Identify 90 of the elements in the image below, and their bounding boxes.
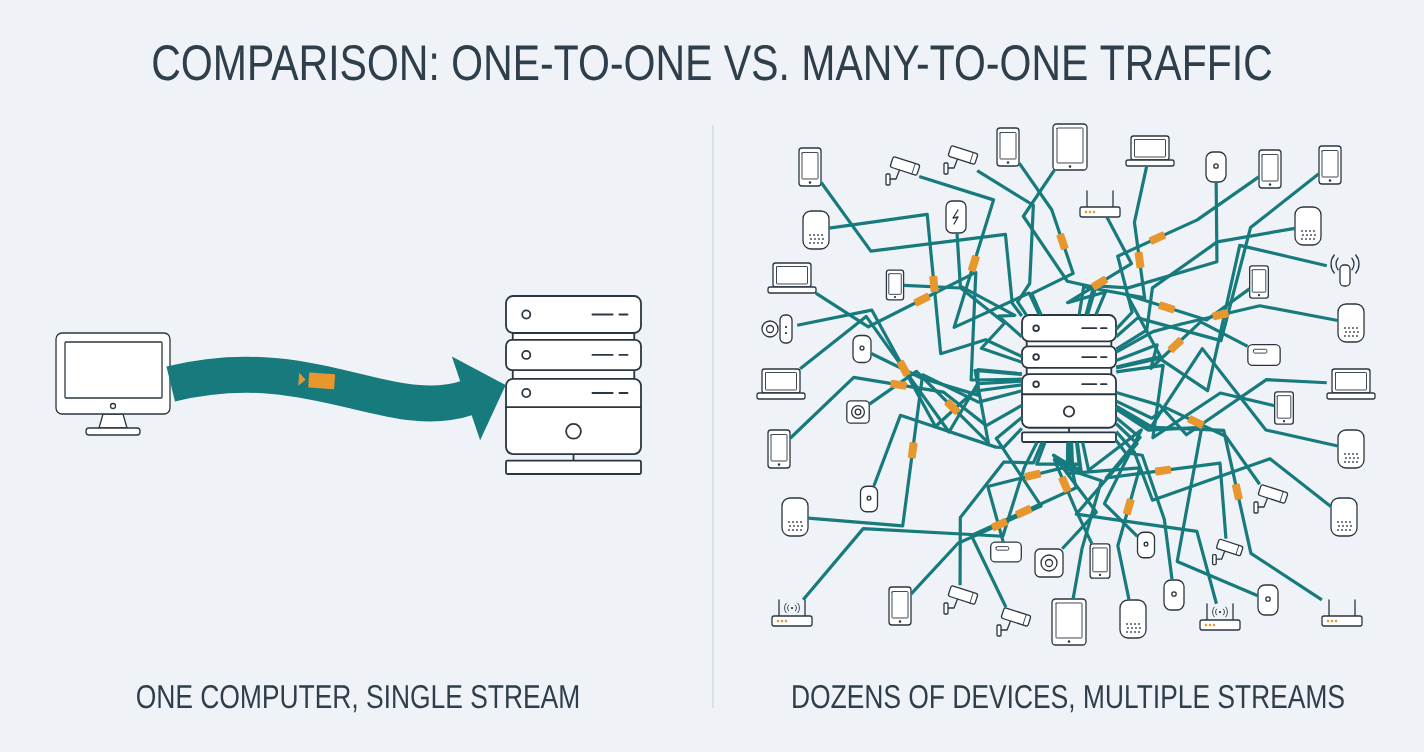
- connector-line: [1116, 363, 1275, 440]
- connector-line: [1115, 226, 1296, 351]
- smart-speaker: [1119, 599, 1147, 639]
- connector-line: [1074, 422, 1218, 605]
- smartphone: [798, 147, 822, 187]
- connector-line: [955, 233, 1023, 338]
- wifi-router: [1321, 599, 1363, 627]
- wifi-router: [1079, 190, 1121, 218]
- wifi-router: [771, 599, 813, 627]
- laptop: [756, 368, 806, 400]
- connector-line: [903, 283, 1023, 364]
- smart-speaker: [802, 210, 830, 250]
- smartphone: [885, 269, 905, 301]
- connector-line: [829, 212, 1023, 358]
- tablet: [1051, 598, 1087, 646]
- connector-line: [872, 413, 1023, 487]
- smart-speaker: [1294, 206, 1322, 246]
- title: COMPARISON: ONE-TO-ONE VS. MANY-TO-ONE TRAFFIC: [153, 45, 1272, 81]
- connector-line: [868, 368, 1022, 445]
- smart-speaker: [1330, 497, 1358, 537]
- connector-line: [819, 181, 1024, 317]
- connector-line: [958, 441, 1044, 586]
- tablet: [1052, 123, 1088, 171]
- wifi-router: [1199, 603, 1241, 631]
- motion-sensor: [1163, 579, 1185, 611]
- connector-line: [1115, 243, 1328, 393]
- connector-line: [870, 352, 1022, 397]
- connector-line: [814, 270, 1022, 382]
- desktop-computer: [55, 332, 171, 436]
- security-camera: [1211, 538, 1244, 566]
- smartphone: [1258, 149, 1282, 189]
- wireless-antenna: [1330, 254, 1360, 287]
- connector-line: [910, 416, 1043, 595]
- motion-sensor: [852, 334, 872, 364]
- smart-plug: [1034, 548, 1064, 578]
- smartphone: [1249, 265, 1269, 299]
- security-camera: [943, 585, 979, 615]
- connector-line: [801, 441, 1039, 601]
- connector-line: [1115, 287, 1251, 369]
- connector-line: [1115, 175, 1260, 331]
- doorbell-camera: [761, 314, 793, 344]
- smart-hub: [1247, 343, 1281, 367]
- smartphone: [888, 586, 912, 626]
- security-camera: [1253, 484, 1289, 514]
- laptop: [1125, 135, 1175, 167]
- connector-line: [1115, 430, 1332, 508]
- connector-line: [1065, 442, 1142, 601]
- panel-caption: DOZENS OF DEVICES, MULTIPLE STREAMS: [793, 684, 1344, 713]
- motion-sensor: [859, 485, 879, 513]
- connector-line: [808, 373, 1023, 528]
- connector-line: [986, 441, 1080, 543]
- security-camera: [885, 156, 921, 186]
- connector-line: [789, 375, 1023, 440]
- connector-line: [1115, 172, 1320, 343]
- security-camera: [943, 145, 979, 175]
- connector-line: [1066, 216, 1134, 316]
- smart-hub: [990, 541, 1022, 563]
- smartphone: [1274, 391, 1294, 425]
- connector-line: [1115, 406, 1323, 602]
- connector-line: [1115, 347, 1339, 448]
- connector-line: [1077, 165, 1149, 316]
- smart-speaker: [781, 497, 809, 537]
- smartphone: [1089, 543, 1111, 579]
- connector-line: [1115, 320, 1249, 370]
- connector-line: [1115, 304, 1339, 354]
- motion-sensor: [1136, 531, 1156, 559]
- connector-line: [1115, 378, 1327, 437]
- connector-line: [1114, 439, 1174, 580]
- motion-sensor: [1205, 151, 1227, 183]
- connector-line: [1115, 399, 1261, 486]
- laptop: [1326, 368, 1376, 400]
- panel-caption: ONE COMPUTER, SINGLE STREAM: [137, 684, 579, 713]
- connector-line: [1081, 428, 1143, 538]
- smartphone: [996, 127, 1020, 167]
- connector-line: [976, 169, 1035, 316]
- connector-line: [918, 174, 1041, 329]
- smartphone: [767, 429, 791, 469]
- smartphone: [1318, 145, 1342, 185]
- smart-plug: [846, 400, 870, 424]
- connector-line: [1104, 416, 1228, 539]
- power-bank: [945, 200, 967, 234]
- smart-speaker: [1337, 303, 1365, 343]
- connector-line: [1017, 162, 1075, 316]
- motion-sensor: [1257, 584, 1279, 616]
- laptop: [767, 262, 817, 294]
- smart-speaker: [1337, 429, 1365, 469]
- connector-line: [1086, 182, 1219, 316]
- security-camera: [996, 607, 1032, 637]
- connector-line: [1115, 407, 1259, 598]
- connector-line: [1021, 169, 1096, 316]
